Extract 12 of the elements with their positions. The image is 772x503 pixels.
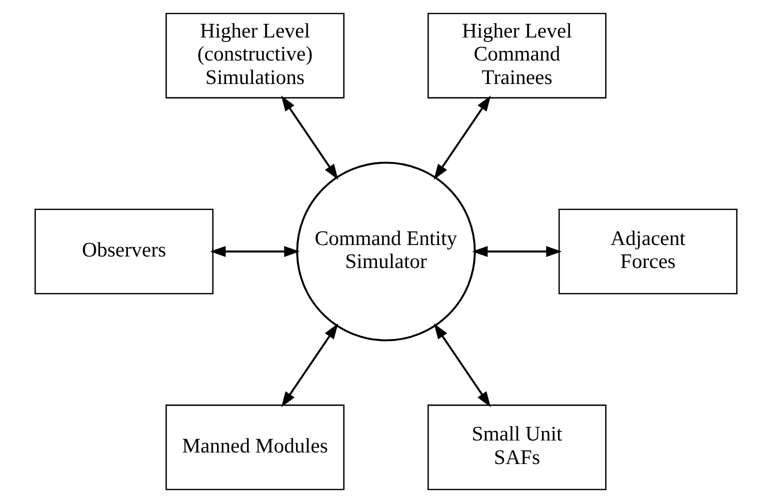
node-box: Higher Level (constructive) Simulations — [166, 12, 344, 98]
node-box: Small Unit SAFs — [428, 404, 606, 490]
arrow — [434, 96, 491, 180]
arrow — [281, 96, 338, 180]
arrow — [281, 323, 338, 408]
node-box: Adjacent Forces — [558, 208, 738, 294]
arrow — [210, 246, 300, 257]
node-box: Observers — [34, 208, 214, 294]
node-box: Higher Level Command Trainees — [428, 12, 606, 98]
node-box: Manned Modules — [166, 404, 344, 490]
arrow — [434, 323, 491, 408]
arrow — [472, 246, 562, 257]
